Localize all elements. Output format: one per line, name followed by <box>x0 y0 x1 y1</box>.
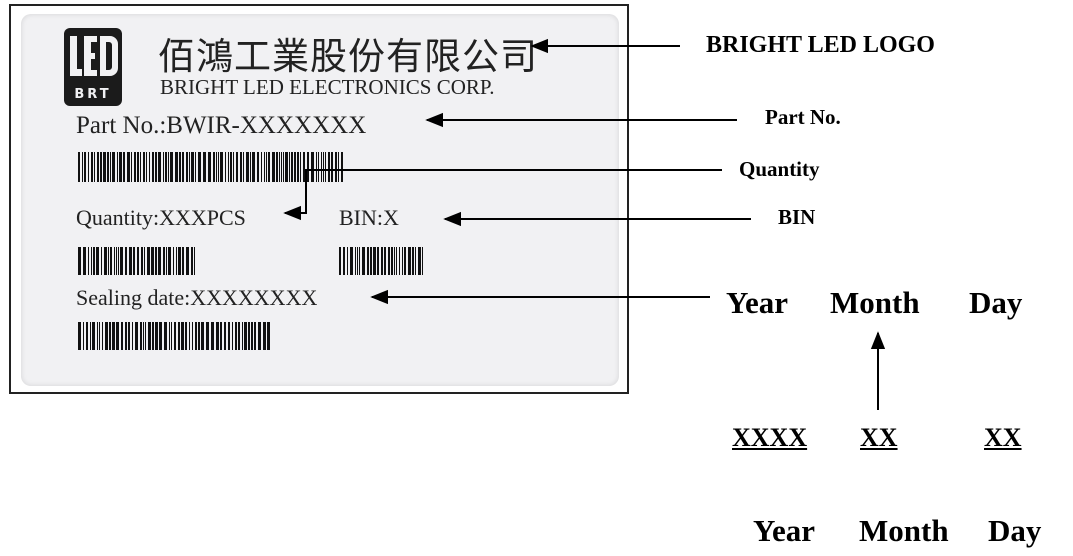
bright-led-logo: BRT <box>64 28 122 106</box>
sealing-date-barcode <box>78 322 274 350</box>
date-placeholder-day: XX <box>984 423 1022 452</box>
date-placeholder-year: XXXX <box>732 423 808 452</box>
date-label-month-bottom: Month <box>859 513 949 548</box>
callout-bin: BIN <box>778 205 816 229</box>
date-label-day-bottom: Day <box>988 513 1042 548</box>
date-label-month: Month <box>830 285 920 320</box>
led-brt-logo-icon: BRT <box>64 28 122 106</box>
quantity-field: Quantity:XXXPCS <box>76 205 246 230</box>
date-placeholder-month: XX <box>860 423 898 452</box>
part-number-field: Part No.:BWIR-XXXXXXX <box>76 112 367 139</box>
callout-quantity: Quantity <box>739 157 820 181</box>
bin-barcode <box>339 247 425 275</box>
date-label-year-bottom: Year <box>753 513 815 548</box>
callout-logo: BRIGHT LED LOGO <box>706 32 935 58</box>
sealing-date-field: Sealing date:XXXXXXXX <box>76 285 318 310</box>
bin-field: BIN:X <box>339 205 399 230</box>
callout-part-no: Part No. <box>765 105 841 129</box>
company-name-english: BRIGHT LED ELECTRONICS CORP. <box>160 75 495 99</box>
part-number-barcode <box>78 152 346 182</box>
logo-badge-text: BRT <box>74 87 111 102</box>
date-label-year: Year <box>726 285 788 320</box>
date-label-day: Day <box>969 285 1023 320</box>
quantity-barcode <box>78 247 196 275</box>
company-name-chinese: 佰鴻工業股份有限公司 <box>158 35 538 78</box>
